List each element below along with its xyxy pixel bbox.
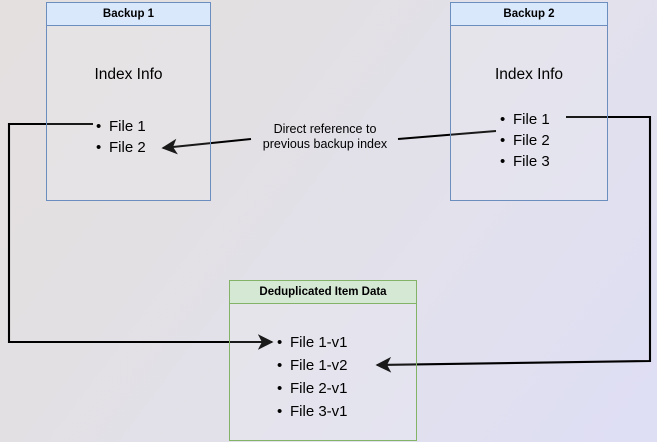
node-backup-2-title: Backup 2 [503, 7, 555, 20]
backup-2-index-info-label: Index Info [494, 66, 564, 83]
node-backup-1-header: Backup 1 [47, 3, 210, 26]
node-backup-1-title: Backup 1 [102, 7, 155, 20]
list-item[interactable]: File 3 [500, 151, 550, 172]
edge-label-direct-reference: Direct reference to previous backup inde… [262, 122, 388, 152]
node-dedup-header: Deduplicated Item Data [230, 281, 416, 304]
node-backup-2[interactable]: Backup 2 Index Info File 1 File 2 File 3 [450, 2, 608, 201]
node-backup-1-body: Index Info File 1 File 2 [47, 26, 210, 200]
node-deduplicated-item-data[interactable]: Deduplicated Item Data File 1-v1 File 1-… [229, 280, 417, 441]
list-item[interactable]: File 1 [500, 109, 550, 130]
dedup-file-list: File 1-v1 File 1-v2 File 2-v1 File 3-v1 [277, 331, 347, 423]
backup-2-file-list: File 1 File 2 File 3 [500, 109, 550, 172]
list-item[interactable]: File 2 [96, 137, 146, 158]
backup-1-file-list: File 1 File 2 [96, 116, 146, 158]
list-item[interactable]: File 3-v1 [277, 400, 347, 423]
list-item[interactable]: File 1 [96, 116, 146, 137]
node-backup-2-body: Index Info File 1 File 2 File 3 [451, 26, 607, 200]
list-item[interactable]: File 1-v1 [277, 331, 347, 354]
list-item[interactable]: File 2 [500, 130, 550, 151]
node-backup-2-header: Backup 2 [451, 3, 607, 26]
node-dedup-body: File 1-v1 File 1-v2 File 2-v1 File 3-v1 [230, 304, 416, 440]
list-item[interactable]: File 2-v1 [277, 377, 347, 400]
list-item[interactable]: File 1-v2 [277, 354, 347, 377]
backup-1-index-info-label: Index Info [94, 66, 163, 83]
node-dedup-title: Deduplicated Item Data [259, 285, 387, 298]
node-backup-1[interactable]: Backup 1 Index Info File 1 File 2 [46, 2, 211, 201]
